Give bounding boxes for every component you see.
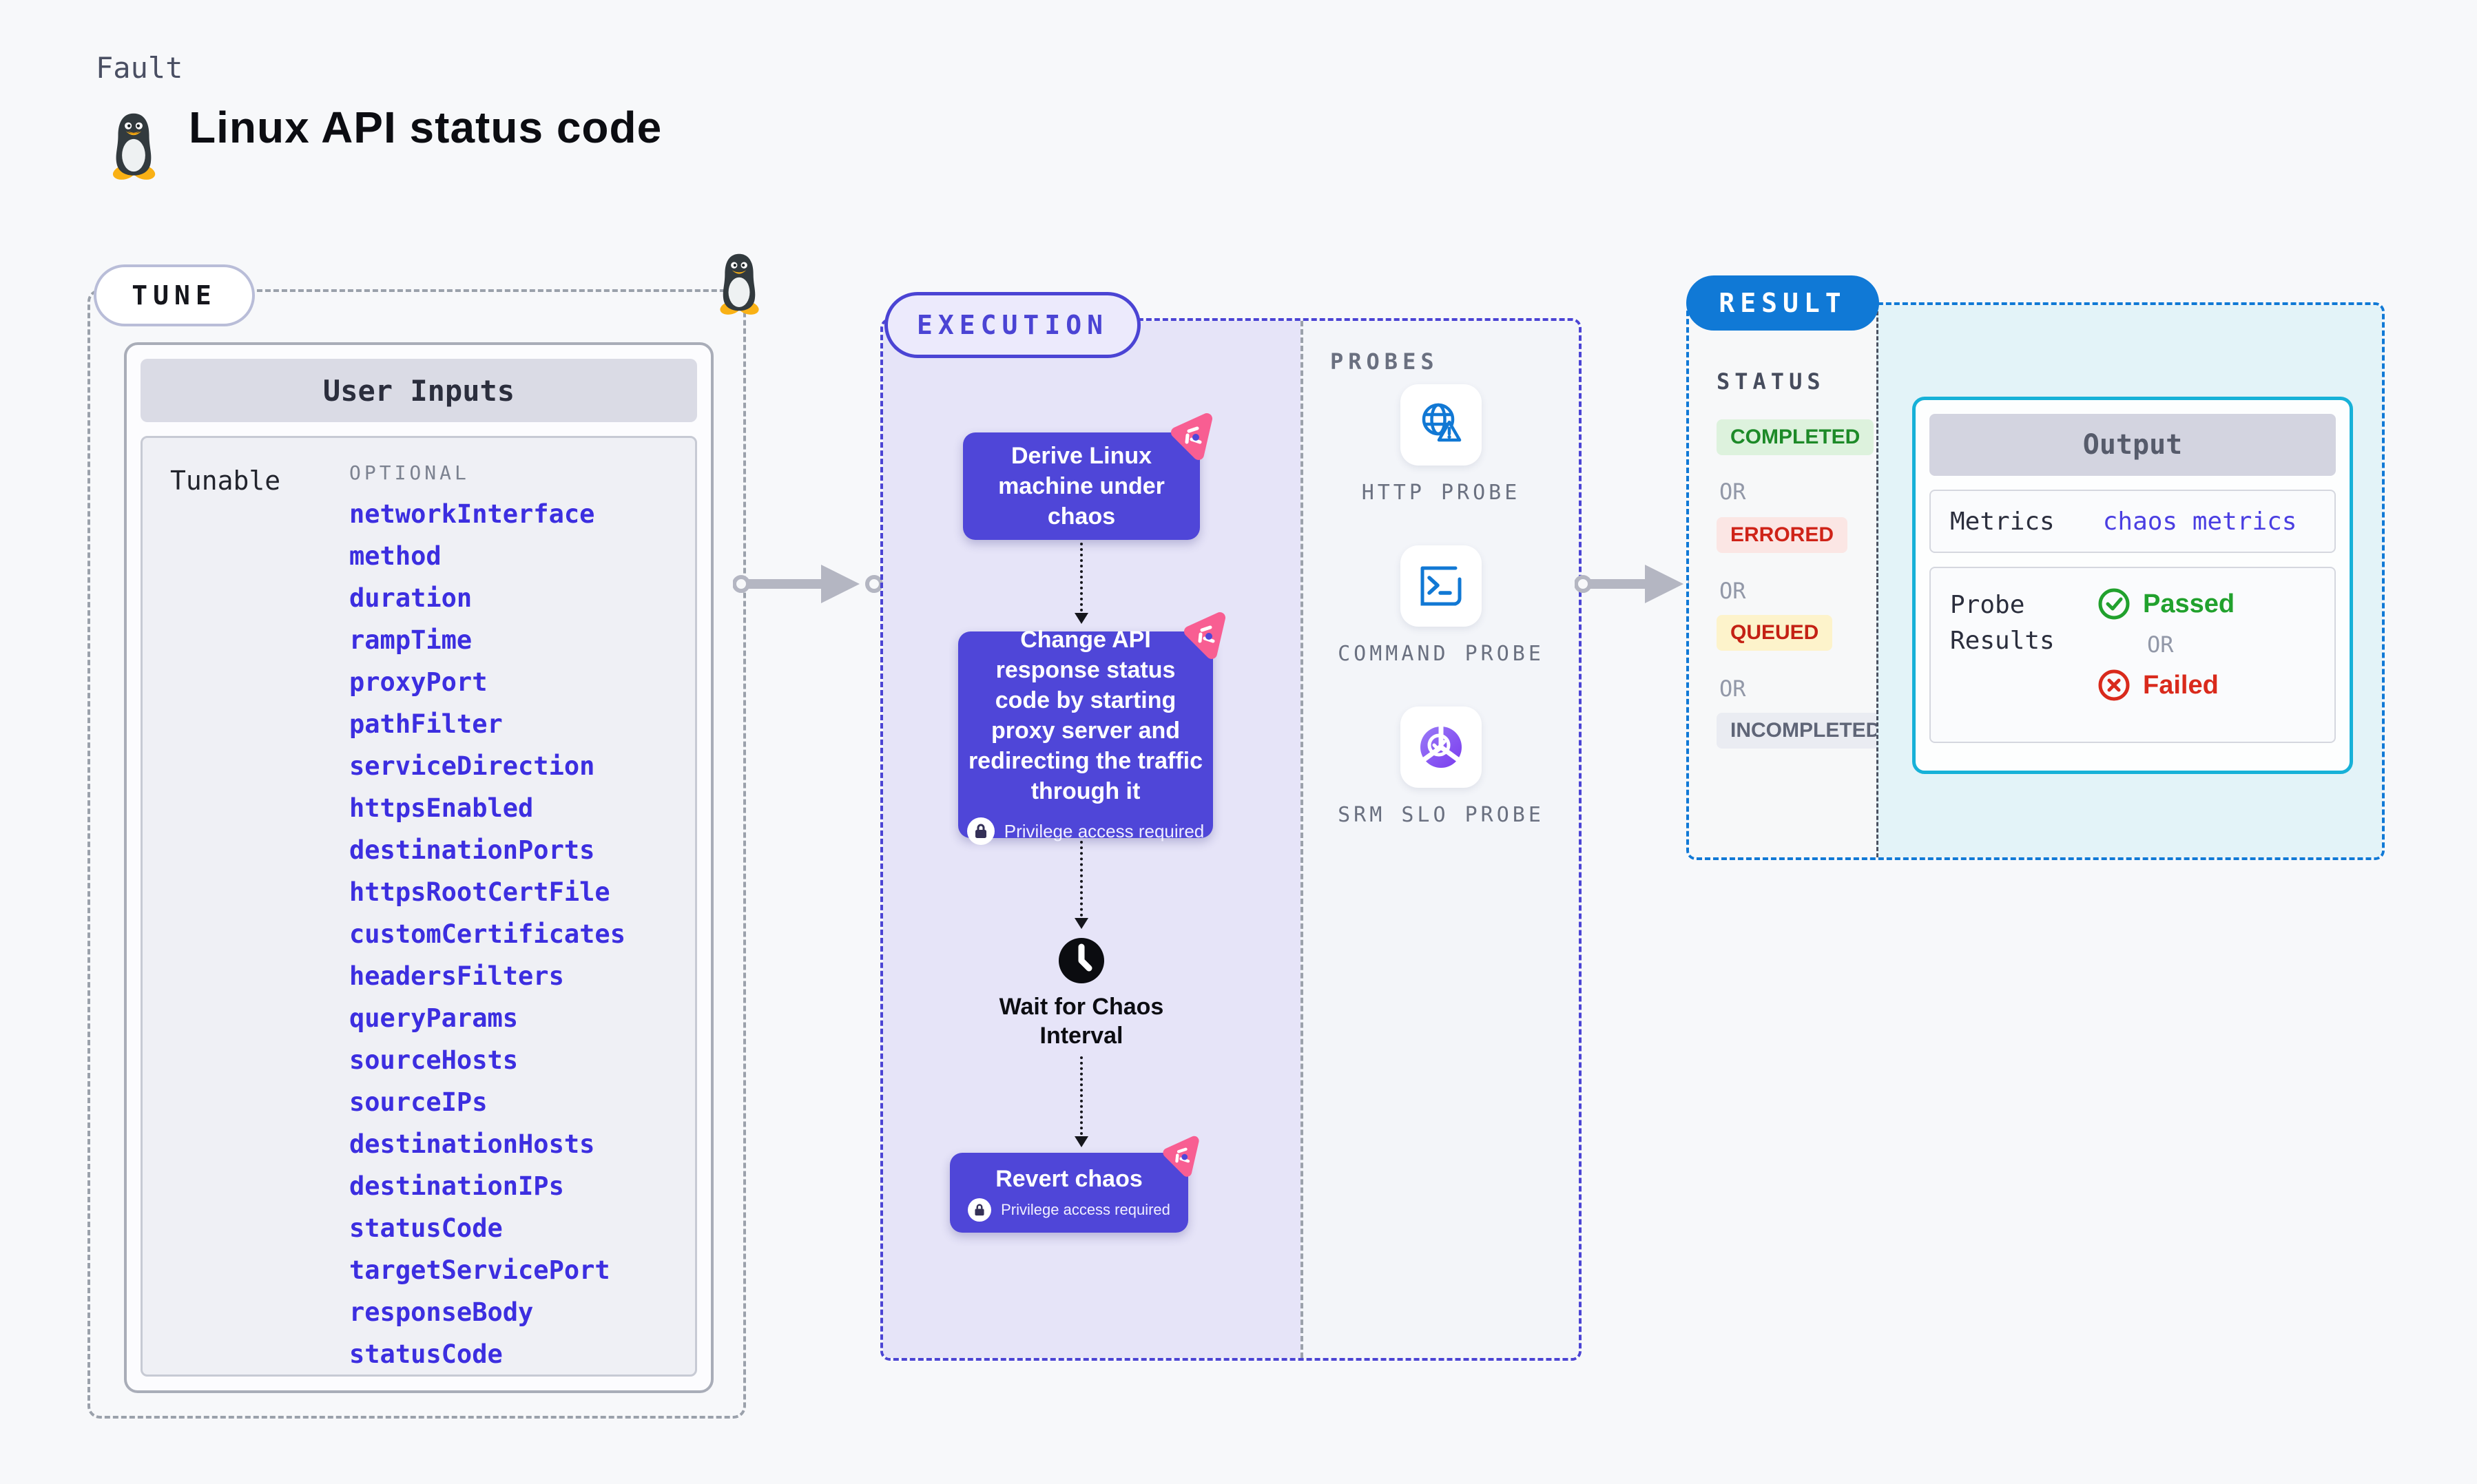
privilege-text: Privilege access required [1004, 820, 1205, 842]
flow-connector [1075, 841, 1088, 929]
terminal-icon [1420, 566, 1462, 606]
step-revert-chaos: Revert chaos Privilege access required [950, 1136, 1199, 1233]
probe-results-label: Probe Results [1950, 591, 2055, 655]
tune-to-execution-arrow [733, 565, 883, 603]
tunable-item: method [349, 541, 442, 571]
user-inputs-header: User Inputs [141, 359, 697, 422]
tunable-item: targetServicePort [349, 1255, 610, 1285]
probe-card [1400, 545, 1482, 627]
tunable-row-label: Tunable [170, 466, 281, 496]
x-circle-icon [2098, 669, 2130, 701]
probe-card [1400, 707, 1482, 788]
probe-label: SRM SLO PROBE [1338, 803, 1544, 827]
metrics-label: Metrics [1950, 507, 2055, 536]
probe-label: COMMAND PROBE [1338, 642, 1544, 666]
verdict-passed: Passed [2097, 587, 2235, 620]
status-badge-incompleted: INCOMPLETED [1717, 713, 1895, 749]
srm-slo-probe: SRM SLO PROBE [1338, 707, 1544, 830]
tunable-item: statusCode [349, 1213, 503, 1243]
tunable-item: rampTime [349, 625, 473, 655]
http-probe: HTTP PROBE [1362, 384, 1521, 508]
user-inputs-card: User Inputs Tunable OPTIONAL networkInte… [124, 342, 714, 1393]
chaos-icon [1184, 612, 1225, 659]
privilege-note: Privilege access required [968, 1198, 1170, 1222]
step-text: Change API response status code by start… [968, 627, 1203, 804]
status-badge-completed: COMPLETED [1717, 419, 1874, 455]
tunable-item: pathFilter [349, 709, 503, 739]
result-section: STATUS COMPLETED OR ERRORED OR QUEUED OR… [1686, 302, 2385, 860]
output-header: Output [1929, 414, 2336, 476]
tunable-item: destinationHosts [349, 1129, 595, 1159]
probes-label: PROBES [1330, 348, 1439, 375]
verdict-failed: Failed [2097, 669, 2235, 702]
or-separator: OR [1719, 479, 1746, 505]
tune-section-outline [87, 289, 746, 1419]
step-text: Derive Linux machine under chaos [998, 443, 1165, 530]
command-probe: COMMAND PROBE [1338, 545, 1544, 669]
tunable-item: proxyPort [349, 667, 488, 697]
chaos-icon [1163, 1136, 1199, 1177]
flow-connector [1075, 1056, 1088, 1147]
passed-label: Passed [2143, 589, 2235, 618]
lock-icon [966, 817, 995, 845]
execution-flow-panel: Derive Linux machine under chaos Change … [883, 321, 1300, 1358]
step-change-status-code: Change API response status code by start… [958, 612, 1225, 845]
tux-linux-icon-small [720, 253, 759, 315]
probe-results-values: Passed OR Failed [2097, 587, 2235, 722]
optional-column-label: OPTIONAL [349, 461, 470, 484]
probe-label: HTTP PROBE [1361, 481, 1521, 505]
status-badge-queued: QUEUED [1717, 615, 1833, 651]
metrics-row: Metrics chaos metrics [1929, 490, 2336, 553]
tune-section-label: TUNE [94, 264, 255, 326]
output-panel: Output Metrics chaos metrics Probe Resul… [1876, 305, 2382, 857]
chaos-metrics-link[interactable]: chaos metrics [2102, 507, 2297, 536]
tunable-item: serviceDirection [349, 751, 595, 781]
chaos-icon [1171, 413, 1212, 460]
slo-pie-check-icon [1420, 722, 1462, 768]
page-title: Linux API status code [189, 103, 663, 152]
tunable-item: statusCode [349, 1339, 503, 1369]
privilege-note: Privilege access required [966, 817, 1205, 845]
check-circle-icon [2098, 588, 2130, 620]
execution-section: Derive Linux machine under chaos Change … [880, 318, 1582, 1361]
failed-label: Failed [2143, 670, 2219, 700]
status-label: STATUS [1717, 368, 1825, 395]
step-text: Revert chaos [995, 1166, 1143, 1192]
or-separator: OR [2147, 631, 2174, 658]
probes-panel: PROBES HTTP PROBE [1300, 321, 1579, 1358]
user-inputs-body: Tunable OPTIONAL networkInterface method d… [141, 436, 697, 1377]
flow-connector [1075, 543, 1088, 624]
globe-alert-icon [1422, 403, 1462, 442]
step-derive-machine: Derive Linux machine under chaos [963, 413, 1212, 540]
wait-interval-label: Wait for Chaos Interval [999, 994, 1164, 1049]
lock-icon [968, 1198, 992, 1222]
execution-section-label: EXECUTION [884, 292, 1141, 358]
or-separator: OR [1719, 578, 1746, 604]
privilege-text: Privilege access required [1001, 1201, 1170, 1218]
tunable-item: destinationPorts [349, 835, 595, 865]
tunable-item: httpsEnabled [349, 793, 534, 823]
fault-kicker: Fault [96, 51, 183, 85]
tunable-item: customCertificates [349, 919, 625, 949]
status-badge-errored: ERRORED [1717, 517, 1848, 553]
tux-linux-icon [112, 113, 156, 180]
tunable-item: networkInterface [349, 499, 595, 529]
tunable-list: networkInterface method duration rampTime pr… [349, 501, 625, 1383]
or-separator: OR [1719, 676, 1746, 702]
tunable-item: duration [349, 583, 473, 613]
probe-card [1400, 384, 1482, 466]
tunable-item: responseBody [349, 1297, 534, 1327]
output-card: Output Metrics chaos metrics Probe Resul… [1912, 397, 2353, 774]
tunable-item: queryParams [349, 1003, 519, 1033]
tunable-item: destinationIPs [349, 1171, 564, 1201]
tunable-item: httpsRootCertFile [349, 877, 610, 907]
tunable-item: headersFilters [349, 961, 564, 991]
result-section-label: RESULT [1686, 275, 1879, 331]
tunable-item: sourceHosts [349, 1045, 519, 1075]
probe-results-row: Probe Results Passed OR [1929, 567, 2336, 743]
status-panel: STATUS COMPLETED OR ERRORED OR QUEUED OR… [1689, 305, 1895, 857]
tunable-item: sourceIPs [349, 1087, 488, 1117]
clock-icon [1059, 938, 1104, 983]
